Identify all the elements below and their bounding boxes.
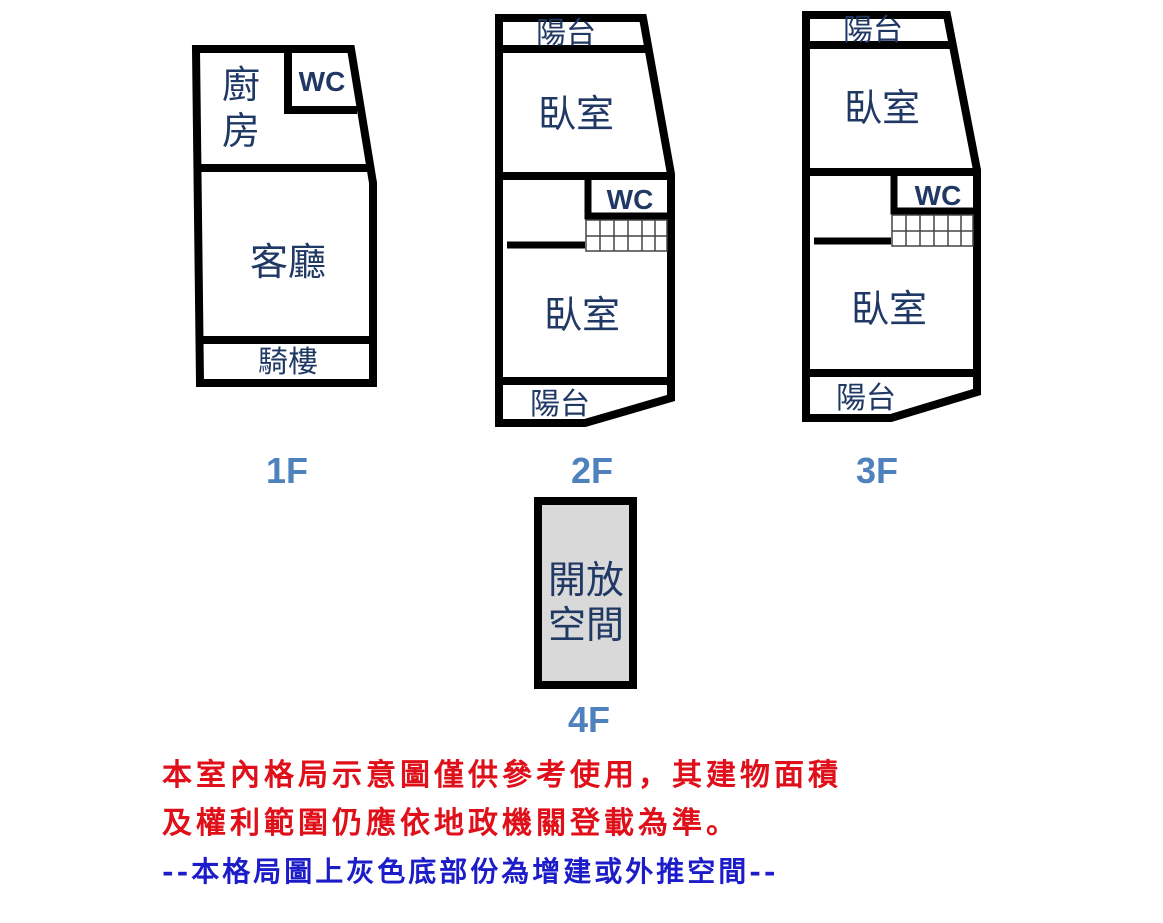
floor-label-1f: 1F <box>266 450 308 491</box>
balcony-label: 陽台 <box>530 387 590 422</box>
balcony-label: 陽台 <box>843 13 903 48</box>
open-space-label: 開放 <box>548 558 624 602</box>
floor-2f-outline <box>495 14 675 427</box>
bedroom-label: 臥室 <box>851 287 927 331</box>
floor-label-3f: 3F <box>856 450 898 491</box>
open-space-label: 空間 <box>548 603 624 647</box>
wc-wall <box>584 176 671 220</box>
staircase <box>891 214 974 247</box>
bedroom-label: 臥室 <box>538 92 614 136</box>
floor-3f-outline <box>802 11 981 422</box>
floor-label-4f: 4F <box>568 699 610 740</box>
floor-4f: 開放 空間 4F <box>534 497 637 740</box>
kitchen-label: 房 <box>222 109 260 153</box>
staircase <box>585 219 668 252</box>
extension-note: --本格局圖上灰色底部份為增建或外推空間-- <box>162 855 779 888</box>
arcade-label: 騎樓 <box>258 345 318 380</box>
bedroom-label: 臥室 <box>844 86 920 130</box>
floor-label-2f: 2F <box>571 450 613 491</box>
wc-wall <box>284 49 357 114</box>
floor-2f: 陽台 臥室 WC 臥室 陽台 2F <box>495 14 675 491</box>
kitchen-label: 廚 <box>222 63 260 107</box>
disclaimer-line: 本室內格局示意圖僅供參考使用，其建物面積 <box>162 758 842 793</box>
disclaimer-notes: 本室內格局示意圖僅供參考使用，其建物面積 及權利範圍仍應依地政機關登載為準。 -… <box>162 752 1162 896</box>
balcony-label: 陽台 <box>536 16 596 51</box>
living-room-label: 客廳 <box>250 240 326 284</box>
floor-1f-outline <box>191 45 377 387</box>
balcony-label: 陽台 <box>836 381 896 416</box>
bedroom-label: 臥室 <box>544 293 620 337</box>
wc-label: WC <box>299 66 346 97</box>
disclaimer-line: 及權利範圍仍應依地政機關登載為準。 <box>162 806 740 841</box>
wc-wall <box>890 172 977 215</box>
wc-label: WC <box>607 184 654 215</box>
wc-label: WC <box>915 180 962 211</box>
floor-1f: 廚 房 WC 客廳 騎樓 1F <box>191 45 377 491</box>
floor-3f: 陽台 臥室 WC 臥室 陽台 3F <box>802 11 981 491</box>
open-space-extension <box>534 497 637 689</box>
